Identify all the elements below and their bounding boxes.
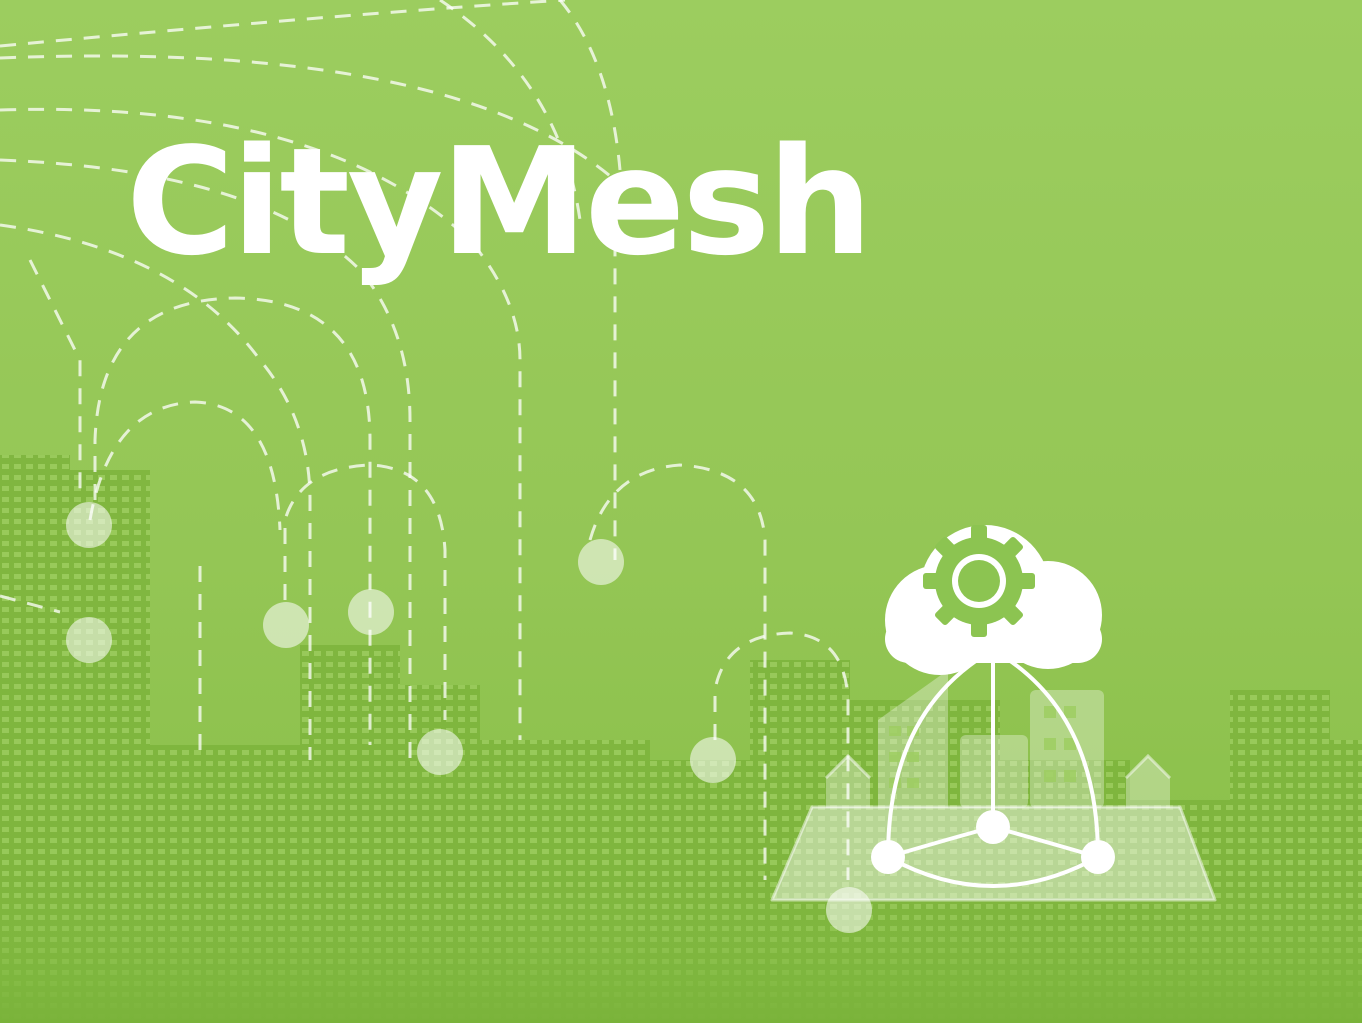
- node-dot: [66, 502, 112, 548]
- brand-title: CityMesh: [126, 116, 873, 288]
- ground-haze: [0, 880, 1362, 1023]
- node-dot: [66, 617, 112, 663]
- node-dot: [690, 737, 736, 783]
- smart-city-network-icon: [770, 525, 1217, 902]
- gear-icon: [923, 525, 1035, 637]
- node-dot: [263, 602, 309, 648]
- signal-arcs: [0, 0, 848, 880]
- node-dot: [578, 539, 624, 585]
- node-dot: [348, 589, 394, 635]
- node-dot: [417, 729, 463, 775]
